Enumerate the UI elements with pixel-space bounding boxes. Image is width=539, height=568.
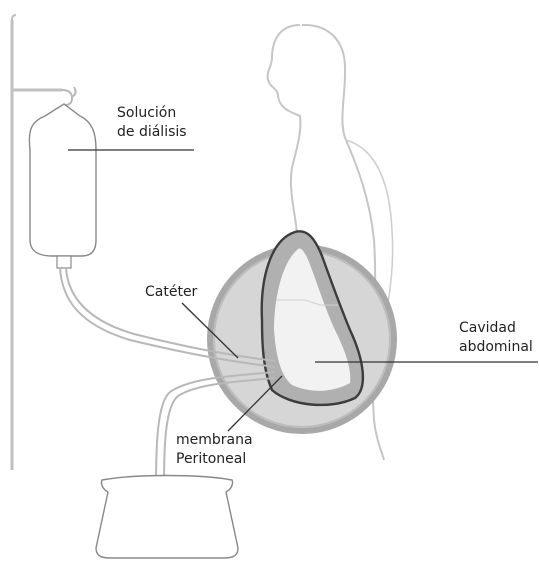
label-peritoneal-membrane-line2: Peritoneal bbox=[176, 450, 253, 469]
label-peritoneal-membrane: membrana Peritoneal bbox=[176, 431, 253, 469]
label-dialysis-solution-line2: de diálisis bbox=[117, 123, 187, 142]
bag-hook bbox=[62, 90, 72, 105]
label-abdominal-cavity-line2: abdominal bbox=[459, 338, 533, 357]
bag-port bbox=[57, 256, 71, 268]
label-abdominal-cavity: Cavidad abdominal bbox=[459, 319, 533, 357]
label-abdominal-cavity-line1: Cavidad bbox=[459, 319, 533, 338]
dialysis-bag bbox=[29, 104, 96, 256]
label-catheter: Catéter bbox=[145, 283, 197, 302]
label-dialysis-solution-line1: Solución bbox=[117, 104, 187, 123]
label-peritoneal-membrane-line1: membrana bbox=[176, 431, 253, 450]
label-dialysis-solution: Solución de diálisis bbox=[117, 104, 187, 142]
drain-container bbox=[96, 476, 238, 559]
